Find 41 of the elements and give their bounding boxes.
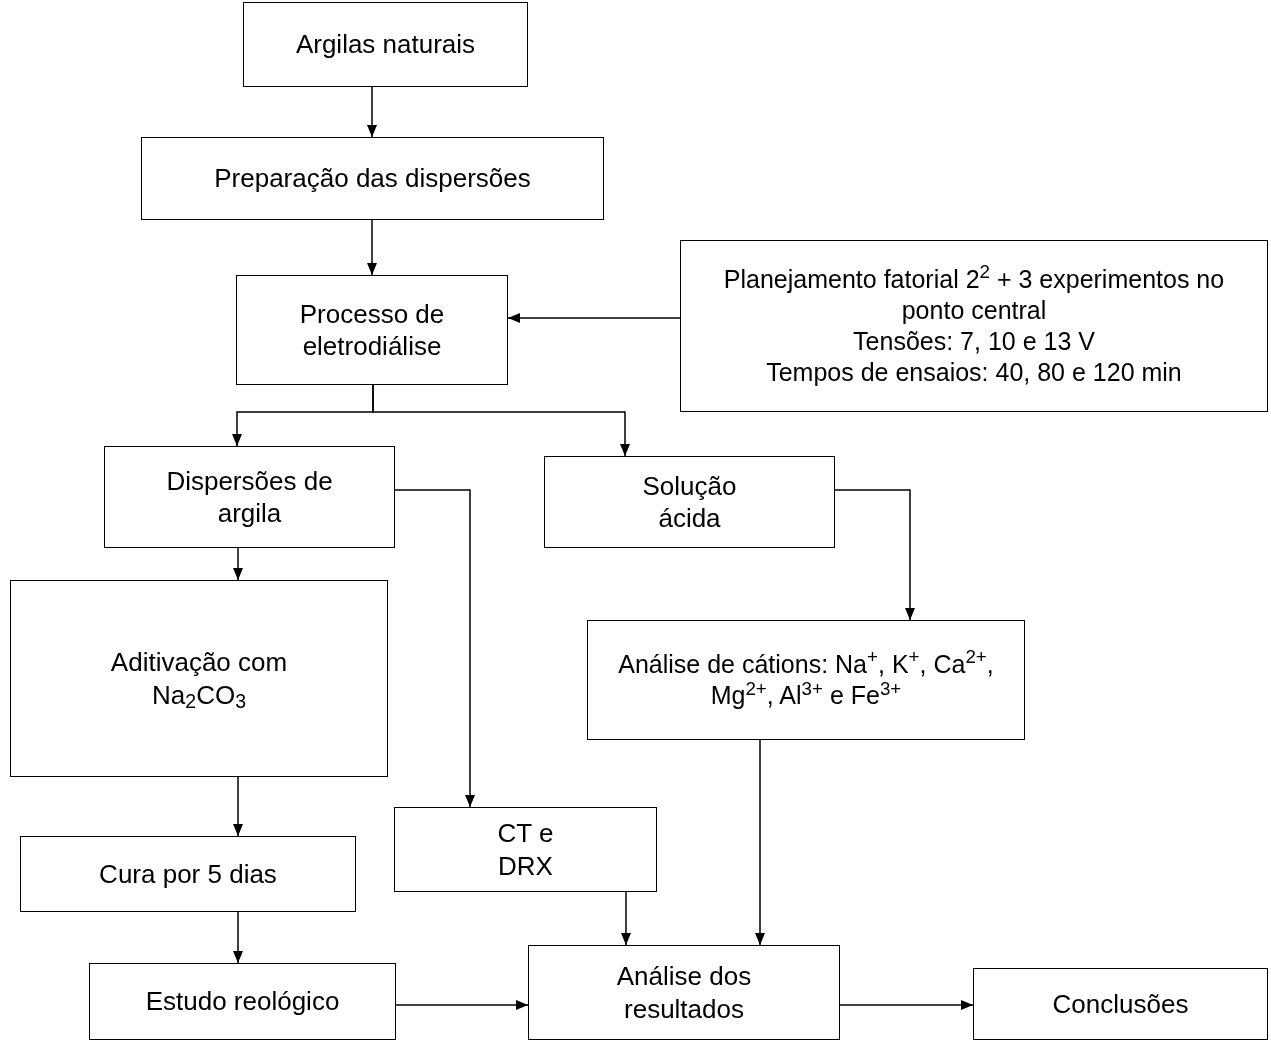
process-box	[587, 620, 1025, 740]
arrow	[621, 891, 631, 946]
box-text: Argilas naturais	[295, 28, 476, 61]
arrow	[233, 911, 243, 964]
process-box	[243, 2, 528, 87]
arrow	[834, 489, 915, 621]
arrow	[372, 384, 630, 457]
box-text: Análise dos resultados	[615, 960, 753, 1025]
box-text: Tensões: 7, 10 e 13 V	[853, 326, 1095, 357]
process-box	[528, 945, 840, 1040]
arrow	[233, 547, 243, 581]
arrow	[394, 489, 475, 808]
process-box	[394, 807, 657, 892]
box-text: Aditivação com Na$_{2}$CO$_{3}$	[109, 646, 289, 711]
process-box	[89, 963, 396, 1040]
arrow	[367, 219, 377, 276]
process-box	[20, 836, 356, 912]
box-text: Preparação das dispersões	[214, 162, 531, 195]
process-box	[973, 968, 1268, 1040]
box-text: Planejamento fatorial 2$^{2}$ + 3 experimentos no ponto central	[722, 263, 1226, 326]
process-box	[544, 456, 835, 548]
box-text: Estudo reológico	[145, 985, 340, 1018]
box-text: CT e DRX	[496, 817, 555, 882]
arrow	[395, 1000, 529, 1010]
arrow	[507, 313, 681, 323]
box-text: Dispersões de argila	[165, 464, 334, 530]
arrow	[755, 739, 765, 946]
arrow	[839, 1000, 974, 1010]
arrow	[233, 776, 243, 837]
box-text: Conclusões	[1052, 987, 1189, 1021]
process-box	[141, 137, 604, 220]
box-text: Cura por 5 dias	[99, 857, 277, 891]
box-text: Tempos de ensaios: 40, 80 e 120 min	[766, 357, 1182, 389]
box-text: Processo de eletrodiálise	[298, 297, 446, 363]
process-box	[10, 580, 388, 777]
box-text: Solução ácida	[641, 469, 738, 535]
arrow	[367, 86, 377, 138]
process-box	[236, 275, 508, 385]
process-box	[104, 446, 395, 548]
box-text: Análise de cátions: Na$^{+}$, K$^{+}$, Ca$^{2+}$, Mg$^{2+}$, Al$^{3+}$ e Fe$^{3+}$	[617, 648, 995, 711]
process-box	[680, 240, 1268, 412]
